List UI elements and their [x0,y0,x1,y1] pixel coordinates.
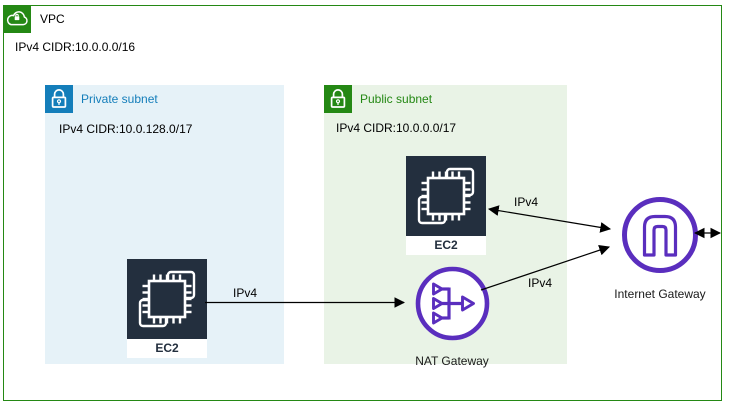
cpu-chip-icon [127,259,207,339]
public-subnet-cidr: IPv4 CIDR:10.0.0.0/17 [336,121,457,135]
ec2-instance-private: EC2 [127,259,207,358]
vpc-title: VPC [40,12,65,26]
public-subnet: Public subnet IPv4 CIDR:10.0.0.0/17 [324,85,567,368]
internet-gateway-node: Internet Gateway [605,196,715,301]
vpc-cloud-icon [3,5,31,33]
connection-label-ipv4: IPv4 [528,276,553,290]
internet-gateway-icon [621,196,699,279]
nat-gateway-icon [415,266,490,346]
public-subnet-lock-icon [324,85,352,113]
nat-gateway-label: NAT Gateway [415,354,489,368]
connection-label-ipv4: IPv4 [233,286,258,300]
ec2-label: EC2 [406,236,486,255]
cpu-chip-icon [406,156,486,236]
private-subnet: Private subnet IPv4 CIDR:10.0.128.0/17 [45,85,284,364]
private-subnet-cidr: IPv4 CIDR:10.0.128.0/17 [59,122,193,136]
private-subnet-title: Private subnet [81,92,158,106]
nat-gateway-node: NAT Gateway [397,266,507,368]
ec2-label: EC2 [127,339,207,358]
connection-label-ipv4: IPv4 [514,195,539,209]
private-subnet-lock-icon [45,85,73,113]
internet-gateway-label: Internet Gateway [614,287,706,301]
public-subnet-title: Public subnet [360,92,433,106]
vpc-container: VPC IPv4 CIDR:10.0.0.0/16 Private subnet… [3,5,722,401]
vpc-cidr: IPv4 CIDR:10.0.0.0/16 [15,40,136,54]
ec2-instance-public: EC2 [406,156,486,255]
